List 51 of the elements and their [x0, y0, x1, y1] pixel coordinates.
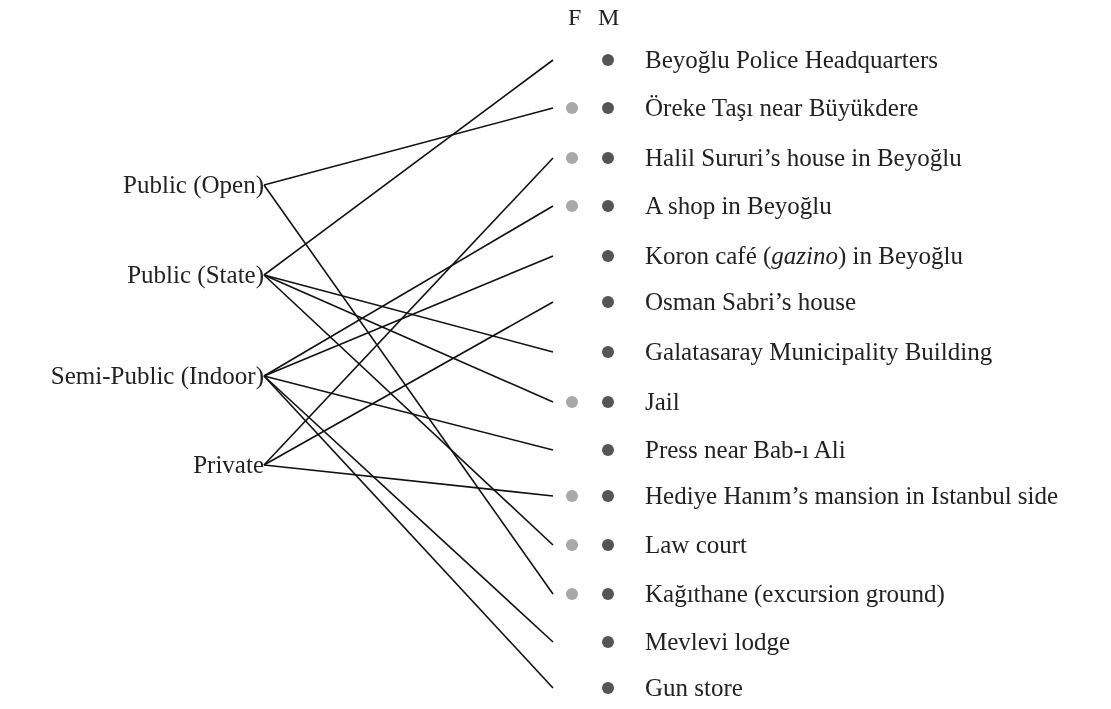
connector-line: [263, 184, 554, 595]
place-name: Mevlevi lodge: [645, 628, 791, 656]
dot-marker: [566, 396, 578, 408]
dot-marker: [602, 54, 614, 66]
column-header: F: [568, 4, 582, 30]
dot-marker: [602, 682, 614, 694]
place-name: Kağıthane (excursion ground): [645, 580, 945, 608]
dot-marker: [566, 539, 578, 551]
dot-marker: [566, 200, 578, 212]
place-name: Press near Bab-ı Ali: [645, 436, 846, 464]
connector-line: [263, 157, 554, 466]
place-name: Öreke Taşı near Büyükdere: [645, 94, 919, 122]
connector-line: [263, 107, 554, 186]
dot-marker: [602, 152, 614, 164]
dot-marker: [602, 250, 614, 262]
place-name: Jail: [645, 388, 680, 416]
place-name: Galatasaray Municipality Building: [645, 338, 993, 366]
dot-marker: [602, 296, 614, 308]
dot-marker: [602, 346, 614, 358]
dot-marker: [602, 444, 614, 456]
place-name: A shop in Beyoğlu: [645, 192, 832, 220]
place-name: Hediye Hanım’s mansion in Istanbul side: [645, 482, 1059, 510]
connector-line: [263, 255, 554, 377]
column-header: M: [598, 4, 620, 30]
dot-marker: [602, 200, 614, 212]
connector-line: [263, 59, 554, 276]
category-label: Semi-Public (Indoor): [50, 362, 264, 390]
dot-marker: [602, 396, 614, 408]
place-name: Beyoğlu Police Headquarters: [645, 46, 938, 74]
dot-marker: [566, 588, 578, 600]
connector-line: [263, 274, 554, 546]
dot-marker: [566, 490, 578, 502]
category-label: Private: [193, 451, 264, 479]
place-name: Osman Sabri’s house: [645, 288, 857, 316]
dot-marker: [602, 490, 614, 502]
connector-line: [263, 274, 554, 403]
connector-line: [263, 375, 554, 451]
dot-marker: [566, 102, 578, 114]
connector-line: [263, 301, 554, 466]
category-label: Public (State): [127, 261, 264, 289]
dot-marker: [602, 636, 614, 648]
category-label: Public (Open): [123, 171, 264, 199]
dot-marker: [602, 539, 614, 551]
dot-marker: [602, 102, 614, 114]
place-name: Law court: [645, 531, 748, 559]
connector-line: [263, 464, 554, 497]
place-name: Koron café (gazino) in Beyoğlu: [645, 242, 963, 270]
place-name: Gun store: [645, 674, 743, 702]
dot-marker: [602, 588, 614, 600]
place-name: Halil Sururi’s house in Beyoğlu: [645, 144, 962, 172]
dot-marker: [566, 152, 578, 164]
